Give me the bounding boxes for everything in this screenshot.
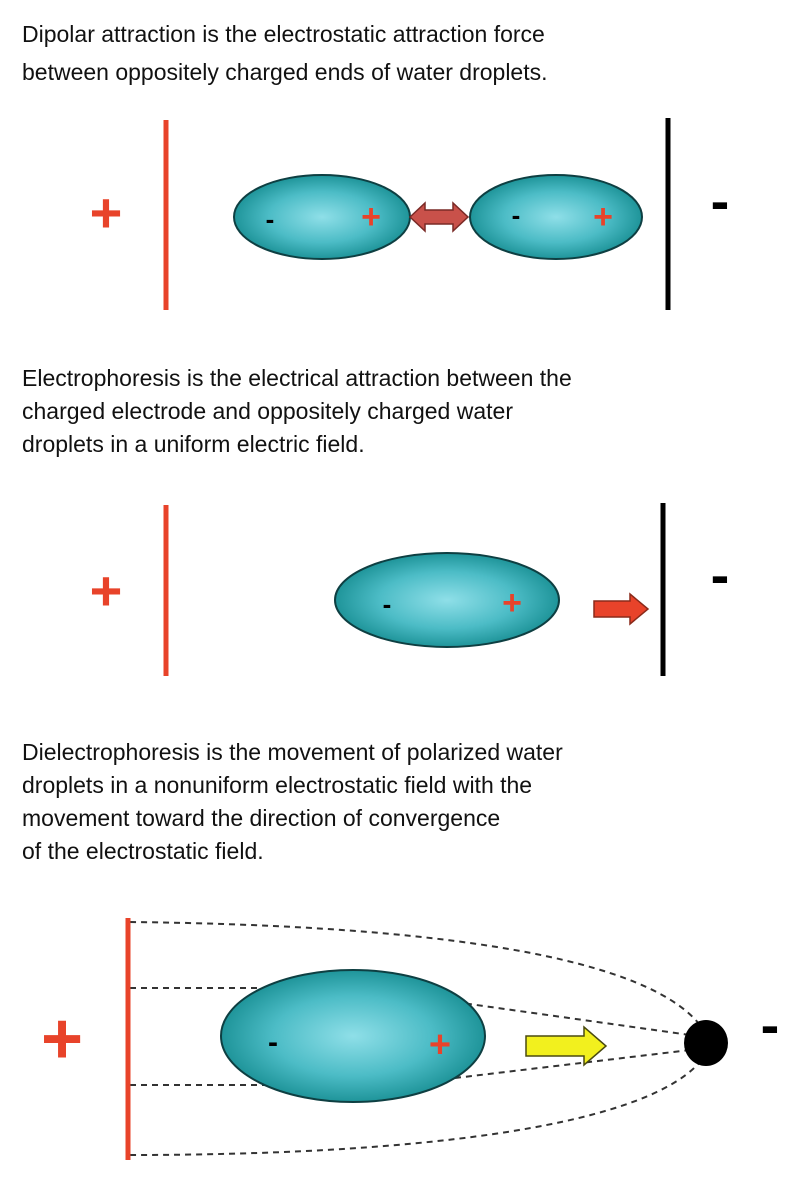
droplet-positive-sign: + bbox=[502, 584, 522, 622]
caption-dipolar: Dipolar attraction is the electrostatic … bbox=[22, 21, 551, 85]
droplet-positive-sign: + bbox=[593, 198, 613, 236]
positive-electrode-sign: + bbox=[41, 999, 83, 1079]
right-arrow-icon bbox=[525, 1025, 608, 1067]
droplet-negative-sign: - bbox=[266, 204, 275, 234]
water-droplet bbox=[233, 174, 411, 260]
section-dipolar-attraction: Dipolar attraction is the electrostatic … bbox=[22, 21, 729, 310]
droplet-negative-sign: - bbox=[268, 1026, 278, 1059]
positive-electrode-sign: + bbox=[90, 559, 123, 622]
positive-electrode-sign: + bbox=[90, 181, 123, 244]
droplet-positive-sign: + bbox=[429, 1024, 451, 1066]
water-droplet bbox=[334, 552, 560, 648]
water-droplet bbox=[469, 174, 643, 260]
caption-dielectrophoresis: Dielectrophoresis is the movement of pol… bbox=[22, 739, 569, 864]
section-dielectrophoresis: Dielectrophoresis is the movement of pol… bbox=[22, 739, 779, 1160]
field-lines bbox=[129, 921, 701, 1156]
caption-electrophoresis: Electrophoresis is the electrical attrac… bbox=[22, 365, 578, 457]
negative-electrode-sign: - bbox=[711, 169, 730, 232]
droplet-negative-sign: - bbox=[383, 589, 392, 619]
double-arrow-icon bbox=[408, 201, 470, 233]
right-arrow-icon bbox=[593, 592, 650, 626]
section-electrophoresis: Electrophoresis is the electrical attrac… bbox=[22, 365, 729, 676]
water-droplet bbox=[220, 969, 486, 1103]
negative-electrode-sign: - bbox=[761, 993, 780, 1056]
negative-electrode-sign: - bbox=[711, 543, 730, 606]
droplet-negative-sign: - bbox=[512, 200, 521, 230]
droplet-positive-sign: + bbox=[361, 198, 381, 236]
negative-point-electrode bbox=[684, 1020, 728, 1066]
